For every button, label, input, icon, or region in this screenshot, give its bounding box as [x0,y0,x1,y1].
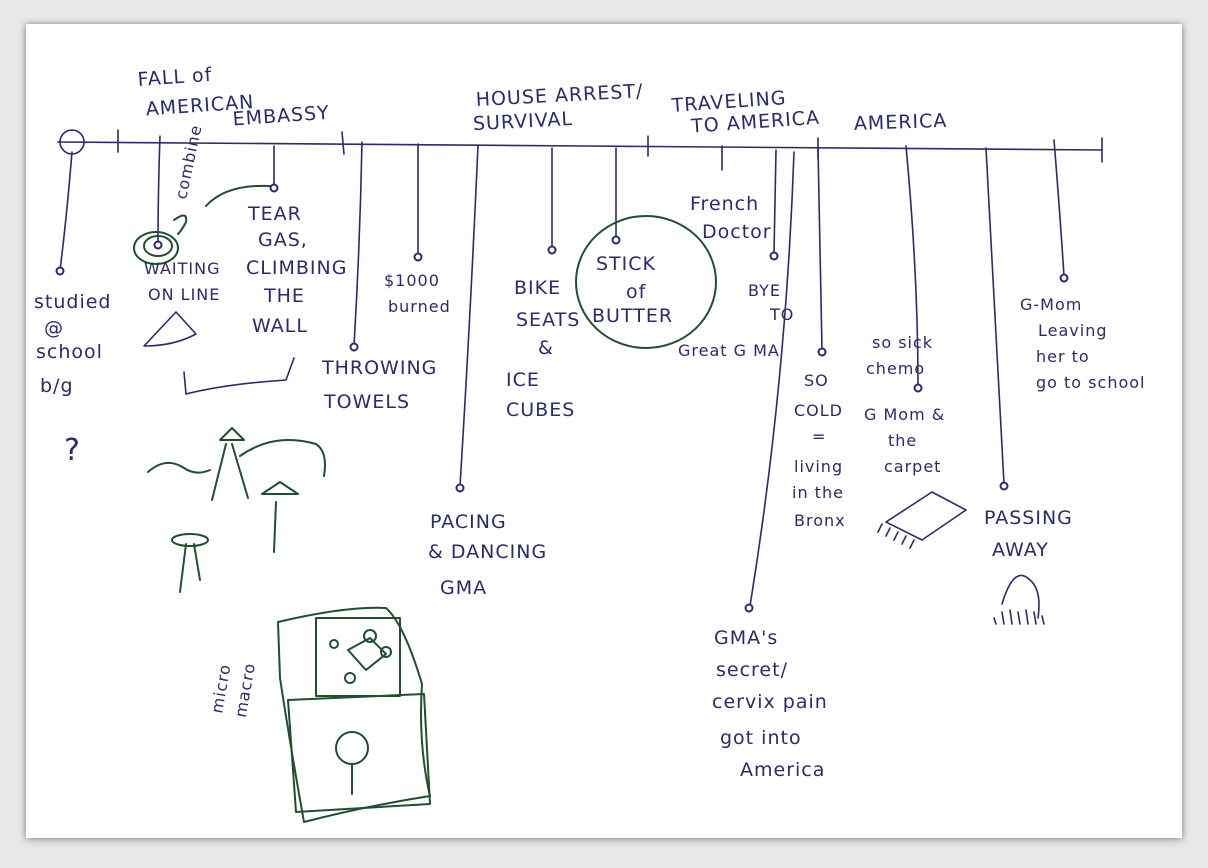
annotation-micro-macro: micro macro [207,656,259,719]
event-label-studied: studied @ school b/g [34,291,119,397]
sketch-figures [143,311,326,593]
event-label-passing-away: PASSING AWAY [984,507,1080,561]
event-label-throwing-towels: THROWING TOWELS [321,357,444,413]
event-label-pacing-dancing: PACING & DANCING GMA [428,511,554,599]
event-label-money-burned: $1000 burned [384,271,451,316]
event-label-gmom-carpet: G Mom & the carpet [864,405,951,476]
annotation-question-mark: ? [64,433,81,468]
waiting-swirl [133,231,179,265]
timeline-sketch: FALL of AMERICAN EMBASSY HOUSE ARREST/ S… [34,56,1145,823]
sketch-paper: FALL of AMERICAN EMBASSY HOUSE ARREST/ S… [26,24,1182,838]
period-label-america: AMERICA [853,110,947,135]
annotation-combine: combine [171,123,205,201]
event-label-bye-great-gma: BYE TO Great G MA [678,281,800,360]
event-label-french-doctor: French Doctor [690,193,772,243]
period-label-fall-of-embassy: FALL of AMERICAN EMBASSY [137,56,330,137]
combine-arrow [173,184,271,235]
micro-macro-frames [277,606,431,823]
period-label-traveling: TRAVELING TO AMERICA [670,85,821,139]
event-label-gmom-leaving: G-Mom Leaving her to go to school [1020,295,1145,392]
tombstone-sketch [993,574,1045,625]
event-label-waiting-on-line: WAITING ON LINE [144,259,227,304]
event-label-stick-of-butter: STICK of BUTTER [592,253,673,327]
butter-circle [575,215,717,349]
event-label-gma-secret: GMA's secret/ cervix pain got into Ameri… [712,627,835,781]
event-label-so-sick-chemo: so sick chemo [866,333,939,378]
timeline-axis [57,129,1103,163]
event-label-tear-gas: TEAR GAS, CLIMBING THE WALL [246,203,354,337]
event-stems [55,135,1069,613]
carpet-sketch [877,491,967,549]
event-label-bike-seats: BIKE SEATS & ICE CUBES [506,277,587,421]
event-label-so-cold-bronx: SO COLD = living in the Bronx [792,371,850,530]
period-label-house-arrest: HOUSE ARREST/ SURVIVAL [471,80,652,135]
